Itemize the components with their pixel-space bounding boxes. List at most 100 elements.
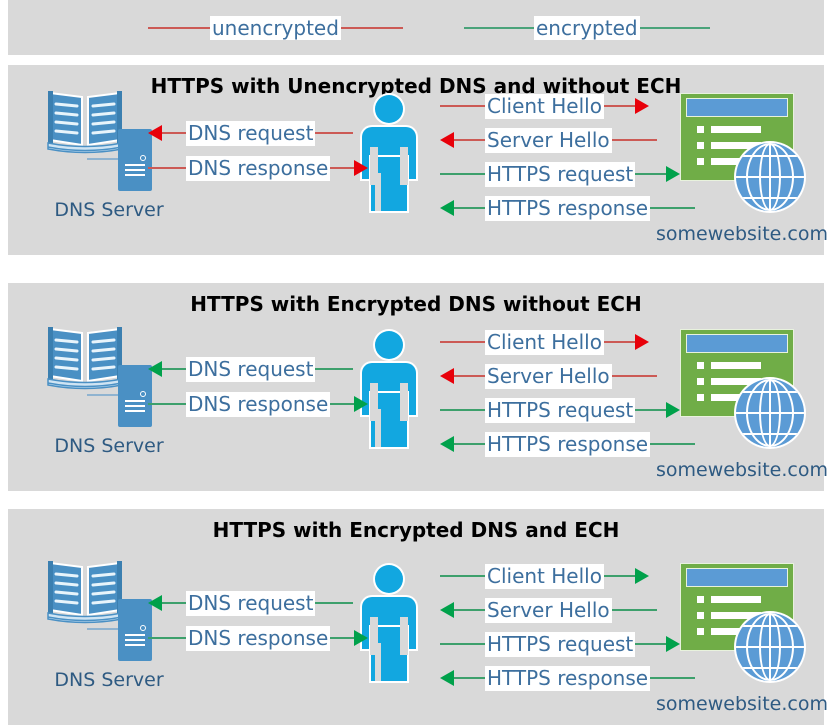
flow-line <box>454 207 485 209</box>
book-icon-glyph <box>47 91 123 154</box>
globe-meridian-inner-icon <box>759 379 781 447</box>
arrow-head-right-icon <box>354 396 369 412</box>
flow-line <box>315 602 354 604</box>
panel-2-title: HTTPS with Encrypted DNS without ECH <box>190 292 642 316</box>
flow-dns-response: DNS response <box>148 155 369 181</box>
scenario-panel-3: HTTPS with Encrypted DNS and ECH DNS Ser… <box>8 509 828 725</box>
dns-server-label: DNS Server <box>54 199 164 221</box>
legend-item-unencrypted: unencrypted <box>148 15 403 40</box>
flow-line <box>454 375 485 377</box>
flow-label: HTTPS request <box>485 161 636 187</box>
globe-meridian-inner-icon <box>759 613 781 681</box>
website-titlebar-icon <box>686 568 788 587</box>
flow-line <box>635 643 667 645</box>
server-slots-icon <box>125 164 145 179</box>
flow-label: Client Hello <box>485 563 604 589</box>
flow-client-hello: Client Hello <box>440 93 655 119</box>
user-head-icon <box>375 565 403 593</box>
arrow-head-right-icon <box>634 334 649 350</box>
flow-label: HTTPS response <box>485 665 651 691</box>
website-titlebar-icon <box>686 98 788 117</box>
website-content-list-icon <box>697 126 761 174</box>
arrow-head-right-icon <box>666 402 681 418</box>
arrow-head-right-icon <box>666 636 681 652</box>
flow-line <box>635 173 667 175</box>
flow-label: DNS request <box>186 590 316 616</box>
website-content-list-icon <box>697 362 761 410</box>
user-head-icon <box>375 95 403 123</box>
website-label: somewebsite.com <box>656 693 828 715</box>
scenario-panel-1: HTTPS with Unencrypted DNS and without E… <box>8 65 828 255</box>
flow-label: Server Hello <box>485 363 612 389</box>
flow-line <box>440 575 485 577</box>
flow-line <box>611 139 657 141</box>
flow-server-hello: Server Hello <box>440 127 657 153</box>
user-arm-right-icon <box>400 383 408 421</box>
flow-line <box>162 368 186 370</box>
flow-https-response: HTTPS response <box>440 665 696 691</box>
flow-line <box>330 403 355 405</box>
user-leg-gap-icon <box>375 409 381 447</box>
flow-dns-request: DNS request <box>148 120 363 146</box>
server-icon <box>118 365 152 427</box>
arrow-head-left-icon <box>148 595 162 611</box>
arrow-head-left-icon <box>440 132 454 148</box>
flow-server-hello: Server Hello <box>440 363 657 389</box>
user-icon <box>360 331 418 447</box>
flow-label: HTTPS response <box>485 195 651 221</box>
flow-https-request: HTTPS request <box>440 631 681 657</box>
arrow-head-right-icon <box>634 98 649 114</box>
server-slots-icon <box>125 634 145 649</box>
legend-panel: unencrypted encrypted <box>8 0 824 55</box>
legend-label-encrypted: encrypted <box>534 15 640 40</box>
arrow-head-left-icon <box>440 670 454 686</box>
server-indicator-icon <box>140 625 146 631</box>
globe-meridian-inner-icon <box>759 143 781 211</box>
flow-line <box>603 341 635 343</box>
flow-line <box>315 368 354 370</box>
flow-line <box>330 167 355 169</box>
arrow-head-left-icon <box>440 602 454 618</box>
flow-label: Client Hello <box>485 329 604 355</box>
dns-connector-line <box>87 158 121 160</box>
flow-dns-response: DNS response <box>148 625 369 651</box>
server-indicator-icon <box>140 155 146 161</box>
flow-line <box>603 105 635 107</box>
server-icon <box>118 599 152 661</box>
flow-line <box>148 403 186 405</box>
arrow-head-right-icon <box>354 160 369 176</box>
flow-label: Server Hello <box>485 597 612 623</box>
book-icon-glyph <box>47 561 123 624</box>
dns-connector-line <box>87 394 121 396</box>
flow-line <box>650 443 696 445</box>
flow-line <box>454 443 485 445</box>
legend-item-encrypted: encrypted <box>464 15 710 40</box>
globe-icon <box>736 379 804 447</box>
legend-line-encrypted <box>464 26 534 29</box>
flow-dns-response: DNS response <box>148 391 369 417</box>
flow-line <box>440 105 485 107</box>
arrow-head-left-icon <box>440 368 454 384</box>
book-icon <box>46 323 124 393</box>
flow-line <box>330 637 355 639</box>
scenario-panel-2: HTTPS with Encrypted DNS without ECH DNS… <box>8 283 828 491</box>
website-titlebar-icon <box>686 334 788 353</box>
user-arm-left-icon <box>370 383 378 421</box>
user-icon <box>360 565 418 681</box>
dns-server-label: DNS Server <box>54 435 164 457</box>
flow-client-hello: Client Hello <box>440 329 655 355</box>
flow-label: HTTPS request <box>485 397 636 423</box>
flow-client-hello: Client Hello <box>440 563 655 589</box>
arrow-head-right-icon <box>666 166 681 182</box>
flow-line <box>603 575 635 577</box>
website-label: somewebsite.com <box>656 459 828 481</box>
server-icon <box>118 129 152 191</box>
user-leg-gap-icon <box>375 173 381 211</box>
flow-line <box>454 677 485 679</box>
flow-line <box>611 609 657 611</box>
dns-server-label: DNS Server <box>54 669 164 691</box>
flow-https-request: HTTPS request <box>440 161 681 187</box>
flow-line <box>162 602 186 604</box>
flow-label: DNS request <box>186 356 316 382</box>
arrow-head-left-icon <box>440 436 454 452</box>
